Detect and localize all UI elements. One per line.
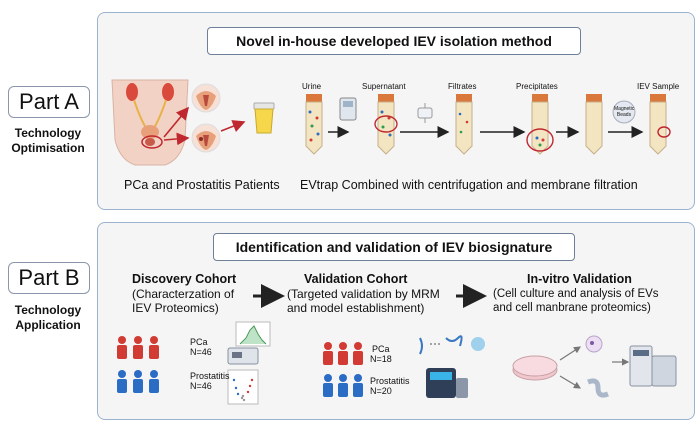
centrifuge-icon xyxy=(339,97,357,121)
method-caption: EVtrap Combined with centrifugation and … xyxy=(300,178,638,192)
validation-title: Validation Cohort xyxy=(304,272,408,286)
part-b-label: Part B xyxy=(8,262,90,294)
patients-caption: PCa and Prostatitis Patients xyxy=(124,178,280,192)
validation-pca-n: N=18 xyxy=(370,354,392,364)
discovery-subtitle: (Characterzation of IEV Proteomics) xyxy=(132,287,235,315)
invitro-title: In-vitro Validation xyxy=(527,272,632,286)
filter-icon xyxy=(417,103,433,123)
part-a-label: Part A xyxy=(8,86,90,118)
validation-prostatitis-n: N=20 xyxy=(370,386,392,396)
discovery-pca-people xyxy=(117,336,159,359)
validation-prostatitis-people xyxy=(323,374,363,397)
petri-dish-icon xyxy=(512,355,558,381)
discovery-pca-label: PCa xyxy=(190,337,208,347)
step-iev-sample-label: IEV Sample xyxy=(637,82,680,91)
mass-spectrometer-icon xyxy=(227,347,259,365)
part-b-side-title: Technology Application xyxy=(14,303,82,332)
step-supernatant-label: Supernatant xyxy=(362,82,406,91)
mrm-instrument-icon xyxy=(426,368,468,398)
step-filtrates-label: Filtrates xyxy=(448,82,477,91)
prostate-closeup-top xyxy=(191,83,221,113)
invitro-subtitle: (Cell culture and analysis of EVs and ce… xyxy=(493,288,659,314)
tube-precipitates xyxy=(526,94,554,155)
discovery-pca-n: N=46 xyxy=(190,347,212,357)
tube-urine xyxy=(305,94,323,155)
validation-pca-label: PCa xyxy=(372,344,390,354)
urine-cup xyxy=(253,102,275,134)
cell-membrane-icon xyxy=(587,378,609,398)
validation-subtitle: (Targeted validation by MRM and model es… xyxy=(287,287,440,315)
tube-iev-sample xyxy=(649,94,671,155)
torso-illustration xyxy=(111,79,189,166)
discovery-title: Discovery Cohort xyxy=(132,272,237,286)
ev-icon xyxy=(585,335,603,353)
part-a-side-title: Technology Optimisation xyxy=(11,126,85,155)
part-a-title: Novel in-house developed IEV isolation m… xyxy=(207,27,581,55)
tube-supernatant xyxy=(374,94,398,155)
validation-pca-people xyxy=(323,342,363,365)
magnetic-beads-icon xyxy=(612,100,636,124)
tube-filtrates xyxy=(455,94,473,155)
part-b-title: Identification and validation of IEV bio… xyxy=(213,233,575,261)
discovery-prostatitis-n: N=46 xyxy=(190,381,212,391)
peptide-icons xyxy=(419,335,485,355)
discovery-prostatitis-people xyxy=(117,370,159,393)
discovery-prostatitis-label: Prostatitis xyxy=(190,371,230,381)
magnetic-beads-label: Magnetic Beads xyxy=(614,106,635,118)
step-urine-label: Urine xyxy=(302,82,322,91)
prostate-closeup-bottom xyxy=(191,123,221,153)
histogram-plot xyxy=(235,321,271,347)
tube-intermediate xyxy=(585,94,603,155)
step-precipitates-label: Precipitates xyxy=(516,82,558,91)
validation-prostatitis-label: Prostatitis xyxy=(370,376,410,386)
volcano-plot xyxy=(227,369,259,405)
lc-ms-instrument-icon xyxy=(629,345,677,387)
